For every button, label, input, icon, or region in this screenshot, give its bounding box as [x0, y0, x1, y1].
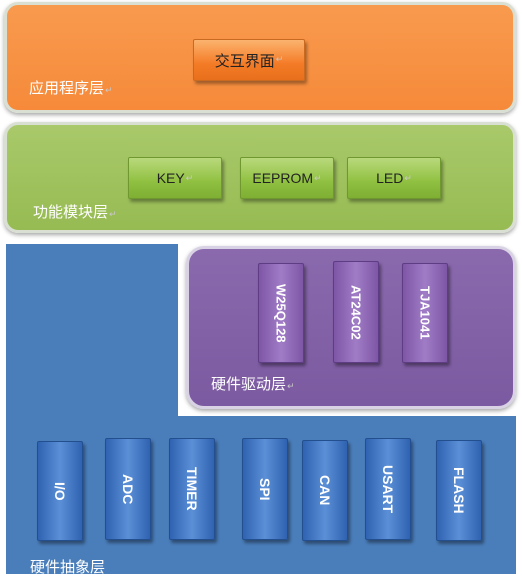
can-box: CAN: [302, 440, 348, 541]
tja1041-driver-box: TJA1041: [402, 263, 448, 363]
flash-box: FLASH: [436, 440, 482, 541]
function-module-layer: KEY↵ EEPROM↵ LED↵ 功能模块层↵: [4, 122, 516, 233]
interaction-ui-box: 交互界面↵: [193, 39, 305, 81]
driver-layer-label: 硬件驱动层↵: [211, 375, 295, 393]
usart-box: USART: [365, 438, 411, 540]
spi-box: SPI: [242, 438, 288, 540]
at24c02-driver-box: AT24C02: [333, 261, 379, 363]
eeprom-module-box: EEPROM↵: [240, 157, 334, 199]
w25q128-driver-box: W25Q128: [258, 263, 304, 363]
hal-layer-label: 硬件抽象层: [30, 558, 106, 576]
hardware-driver-layer: W25Q128 AT24C02 TJA1041 硬件驱动层↵: [186, 246, 516, 409]
hal-layer-background-left: [6, 244, 178, 574]
app-layer-label: 应用程序层↵: [29, 79, 113, 97]
function-layer-label: 功能模块层↵: [33, 203, 117, 221]
timer-box: TIMER: [169, 438, 215, 540]
adc-box: ADC: [105, 438, 151, 540]
led-module-box: LED↵: [347, 157, 441, 199]
key-module-box: KEY↵: [128, 157, 222, 199]
io-box: I/O: [37, 441, 83, 541]
app-layer: 交互界面↵ 应用程序层↵: [4, 2, 516, 113]
